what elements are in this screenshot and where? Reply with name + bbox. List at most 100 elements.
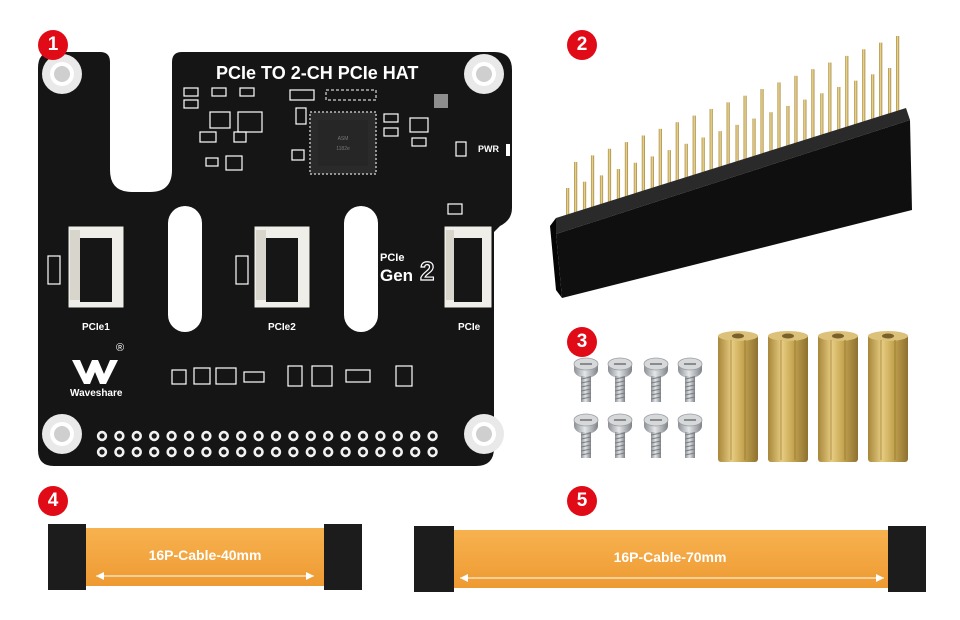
header-pin xyxy=(633,135,645,220)
gpio-header-holes xyxy=(96,430,438,458)
gpio-hole xyxy=(236,430,247,442)
gpio-hole xyxy=(166,430,177,442)
brand-name: Waveshare xyxy=(70,388,123,399)
gpio-hole xyxy=(340,430,351,442)
mounting-hole xyxy=(42,414,82,454)
screw xyxy=(677,357,703,402)
gpio-hole xyxy=(375,446,386,458)
gpio-hole xyxy=(236,446,247,458)
header-pin xyxy=(769,82,781,174)
gpio-hole xyxy=(270,430,282,442)
gpio-hole xyxy=(288,446,299,458)
gpio-hole xyxy=(131,430,142,442)
header-pin xyxy=(837,55,849,152)
gpio-hole xyxy=(288,430,299,442)
gen-label-top: PCIe xyxy=(380,252,405,264)
header-pin xyxy=(616,142,629,225)
gpio-hole xyxy=(166,446,177,458)
resistor-array xyxy=(325,89,377,101)
header-pin xyxy=(718,102,730,191)
gpio-hole xyxy=(114,430,125,442)
mounting-hole xyxy=(464,54,504,94)
gpio-hole xyxy=(323,446,334,458)
gpio-hole xyxy=(340,446,351,458)
gpio-hole xyxy=(218,430,229,442)
screw xyxy=(643,357,669,402)
gpio-hole xyxy=(323,430,334,442)
header-pin xyxy=(820,62,832,157)
header-pin xyxy=(667,122,679,208)
gpio-hole xyxy=(149,430,160,442)
gpio-hole xyxy=(201,446,212,458)
screw xyxy=(677,413,703,458)
board-slot xyxy=(344,206,378,332)
port-label-pcie1: PCIe1 xyxy=(82,322,110,333)
gpio-hole xyxy=(392,430,403,442)
header-pin xyxy=(735,95,747,186)
brass-standoff-set xyxy=(718,331,908,462)
header-housing-front xyxy=(556,120,912,298)
svg-text:1182e: 1182e xyxy=(336,146,350,152)
brass-standoff xyxy=(718,331,758,462)
port-label-pcie: PCIe xyxy=(458,322,481,333)
pcie-hat-board: ASM 1182e xyxy=(38,52,512,466)
gpio-hole xyxy=(392,446,403,458)
gpio-hole xyxy=(114,446,125,458)
board-slot xyxy=(168,206,202,332)
gpio-hole xyxy=(218,446,229,458)
header-pin xyxy=(599,148,612,231)
item-badge-5: 5 xyxy=(567,486,597,516)
brass-standoff xyxy=(818,331,858,462)
fpc-connector-pcie1 xyxy=(67,225,125,309)
svg-text:ASM: ASM xyxy=(338,136,349,142)
gpio-hole xyxy=(131,446,142,458)
header-pin xyxy=(701,108,713,197)
board-title: PCIe TO 2-CH PCIe HAT xyxy=(216,63,419,83)
gpio-hole xyxy=(427,446,438,458)
gpio-hole xyxy=(410,446,421,458)
gpio-hole xyxy=(270,446,282,458)
fpc-connector-pcie xyxy=(443,225,493,309)
screw xyxy=(643,413,669,458)
header-pin xyxy=(752,89,764,180)
gpio-hole xyxy=(253,446,264,458)
screw xyxy=(607,413,633,458)
brass-standoff xyxy=(868,331,908,462)
header-pin xyxy=(650,128,662,214)
gpio-hole xyxy=(183,430,195,442)
cable-label-40mm: 16P-Cable-40mm xyxy=(148,547,262,563)
item-badge-3: 3 xyxy=(567,327,597,357)
pwr-label: PWR xyxy=(478,144,499,154)
gpio-hole xyxy=(305,446,316,458)
gpio-hole xyxy=(375,430,386,442)
screw xyxy=(573,413,599,458)
gpio-hole xyxy=(183,446,195,458)
pcie-switch-chip: ASM 1182e xyxy=(309,111,377,175)
fpc-connector-pcie2 xyxy=(253,225,311,309)
gen-number: 2 xyxy=(419,255,435,286)
header-housing-top xyxy=(556,108,910,234)
gpio-hole xyxy=(357,430,369,442)
pwr-led xyxy=(506,144,510,156)
item-badge-4: 4 xyxy=(38,486,68,516)
gpio-hole xyxy=(96,430,108,442)
waveshare-logo-icon xyxy=(72,360,118,384)
gpio-hole xyxy=(357,446,369,458)
screw xyxy=(573,357,599,402)
fpc-cable-70mm xyxy=(414,526,926,592)
item-badge-1: 1 xyxy=(38,30,68,60)
header-pin xyxy=(803,69,815,163)
registered-mark: ® xyxy=(116,342,125,354)
header-pin xyxy=(684,115,696,203)
header-pin xyxy=(888,36,900,134)
item-badge-2: 2 xyxy=(567,30,597,60)
gpio-hole xyxy=(253,430,264,442)
fpc-cable-40mm xyxy=(48,524,362,590)
brass-standoff xyxy=(768,331,808,462)
gpio-pin-header xyxy=(550,36,912,298)
port-label-pcie2: PCIe2 xyxy=(268,322,296,333)
screw-set xyxy=(573,357,703,458)
gpio-hole xyxy=(410,430,421,442)
gpio-hole xyxy=(149,446,160,458)
